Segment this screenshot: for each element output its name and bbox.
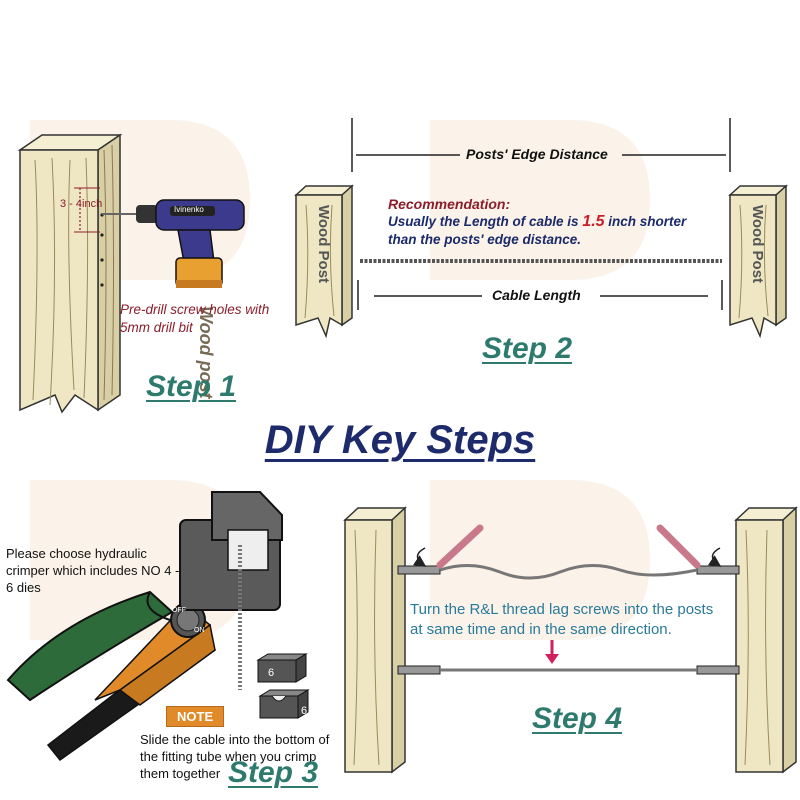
die-top-label: 6	[268, 667, 274, 679]
step3-note-line1: Slide the cable into the bottom of	[140, 732, 330, 747]
lag-screw-icon	[397, 524, 740, 675]
step2-post-right-text: Wood Post	[749, 205, 766, 283]
step2-label: Step 2	[482, 332, 573, 365]
step3-note-line2: the fitting tube when you crimp	[140, 749, 317, 764]
step2-post-left-text: Wood Post	[315, 205, 332, 283]
page-title: DIY Key Steps	[264, 418, 536, 462]
step3-note-line3: them together	[140, 766, 221, 781]
valve-off-label: OFF	[172, 607, 186, 614]
recommendation-title: Recommendation:	[388, 196, 511, 212]
step2-dimension-lines	[351, 118, 731, 310]
crimper-choice-line1: Please choose hydraulic	[6, 546, 147, 561]
step4-instruction-line2: at same time and in the same direction.	[410, 621, 672, 638]
step3-label: Step 3	[228, 756, 319, 789]
step1-note-line1: Pre-drill screw holes with	[120, 302, 270, 317]
crimper-icon	[6, 491, 283, 762]
step1-label: Step 1	[146, 370, 237, 403]
step4-post-left	[343, 506, 407, 774]
step4-instruction-line1: Turn the R&L thread lag screws into the …	[410, 601, 714, 618]
step1-post-text: Wood post	[196, 306, 216, 400]
note-badge: NOTE	[166, 706, 225, 727]
step1-measure-label: 3 - 4inch	[60, 198, 103, 210]
edge-distance-label: Posts' Edge Distance	[466, 146, 608, 162]
recommendation-line2: than the posts' edge distance.	[388, 232, 581, 247]
die-bottom-label: 6	[301, 705, 307, 717]
crimper-choice-line3: 6 dies	[6, 580, 41, 595]
crimper-choice-line2: crimper which includes NO 4 -	[6, 563, 180, 578]
drill-brand: Ivinenko	[174, 205, 204, 214]
step2-post-left	[294, 184, 354, 339]
valve-on-label: ON	[194, 627, 205, 634]
step4-post-right	[734, 506, 798, 774]
die-set-icon	[256, 653, 310, 719]
cable-length-label: Cable Length	[492, 287, 581, 303]
step1-wood-post	[17, 133, 123, 414]
recommendation-line1: Usually the Length of cable is 1.5 inch …	[388, 213, 687, 230]
drill-icon	[102, 199, 245, 288]
step1-note-line2: 5mm drill bit	[120, 320, 193, 335]
step4-label: Step 4	[532, 702, 623, 735]
step2-post-right	[728, 184, 788, 339]
recommendation-value: 1.5	[582, 213, 605, 230]
